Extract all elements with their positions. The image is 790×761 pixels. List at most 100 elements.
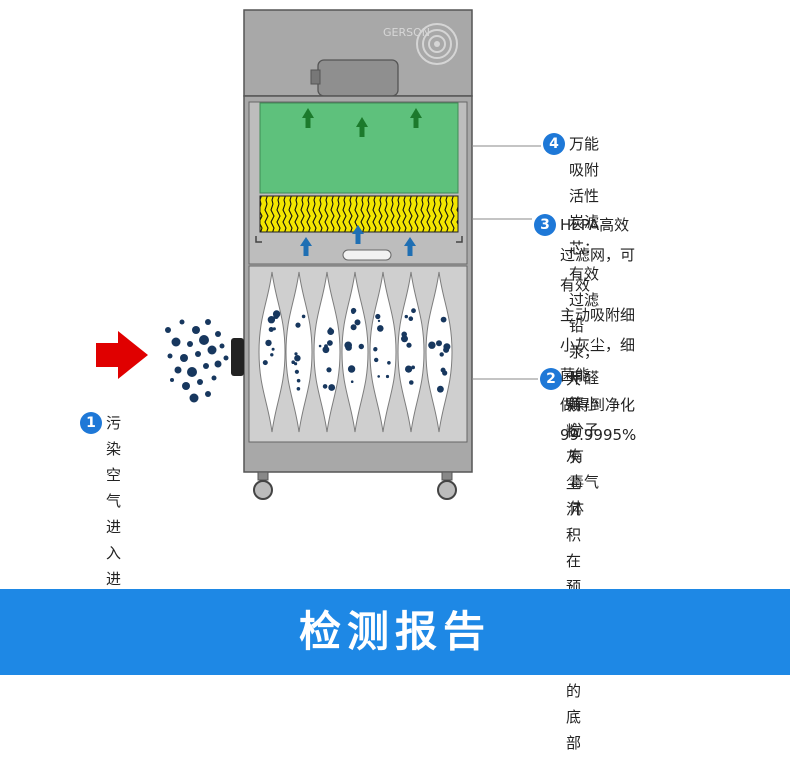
filter-bag bbox=[397, 271, 425, 433]
dust-particle bbox=[408, 316, 414, 322]
dust-particle bbox=[171, 337, 181, 347]
dust-particle bbox=[179, 319, 185, 325]
airflow-arrows-carbon bbox=[302, 108, 422, 137]
dust-particle bbox=[404, 314, 408, 319]
dust-particle bbox=[327, 328, 335, 335]
dust-particle bbox=[272, 327, 276, 331]
dust-particle bbox=[296, 378, 301, 383]
dust-particle bbox=[165, 327, 171, 333]
polluted-air-particles bbox=[165, 319, 229, 403]
dust-particle bbox=[294, 355, 301, 362]
dust-particle bbox=[203, 363, 209, 369]
air-inlet bbox=[231, 338, 244, 376]
callout-1-line-1: 污染空气进入 bbox=[106, 414, 122, 562]
dust-particle bbox=[268, 327, 274, 332]
dust-particle bbox=[197, 379, 203, 385]
callout-3-badge: 3 bbox=[534, 214, 556, 236]
dust-particle bbox=[375, 313, 381, 320]
dust-particle bbox=[439, 352, 444, 357]
dust-particle bbox=[436, 340, 442, 347]
airflow-arrows-hepa bbox=[300, 225, 416, 256]
dust-particle bbox=[406, 342, 412, 348]
dust-particle bbox=[440, 367, 446, 373]
dust-particle bbox=[428, 341, 436, 349]
dust-particle bbox=[401, 331, 408, 338]
dust-particle bbox=[187, 367, 197, 377]
dust-particle bbox=[373, 347, 378, 352]
dust-particle bbox=[347, 365, 356, 373]
dust-particle bbox=[377, 325, 384, 332]
dust-particle bbox=[301, 314, 306, 319]
brand-label: GERSON bbox=[383, 26, 430, 39]
dust-particle bbox=[189, 393, 199, 403]
dust-particle bbox=[443, 343, 451, 351]
inlet-arrow-icon bbox=[96, 331, 148, 379]
dust-particle bbox=[174, 366, 182, 374]
callout-2-badge: 2 bbox=[540, 368, 562, 390]
dust-particle bbox=[385, 374, 390, 379]
pre-filter-bags bbox=[258, 271, 453, 433]
dust-particle bbox=[324, 344, 328, 348]
dust-particle bbox=[296, 387, 301, 391]
banner-title: 检测报告 bbox=[298, 607, 491, 656]
callout-leaders bbox=[472, 145, 541, 380]
dust-particle bbox=[205, 391, 211, 397]
dust-particle bbox=[207, 345, 217, 355]
dust-particle bbox=[322, 346, 330, 354]
dust-particle bbox=[411, 365, 415, 370]
dust-particle bbox=[354, 319, 361, 326]
dust-particle bbox=[326, 367, 332, 373]
dust-particle bbox=[211, 375, 217, 381]
filter-bag bbox=[369, 271, 397, 433]
captured-particles bbox=[262, 307, 451, 393]
fan-icon bbox=[416, 23, 458, 65]
dust-particle bbox=[267, 316, 276, 324]
callout-2-line-1: 大颗粒灰尘沉积在预过滤 bbox=[566, 370, 582, 648]
dust-particle bbox=[318, 344, 322, 348]
dust-particle bbox=[270, 353, 274, 357]
callout-3-line-1: HEPA高效过滤网，可有效 bbox=[560, 216, 636, 294]
dust-particle bbox=[195, 351, 201, 357]
dust-particle bbox=[223, 355, 229, 361]
callout-4-badge: 4 bbox=[543, 133, 565, 155]
dust-particle bbox=[387, 361, 391, 365]
dust-particle bbox=[182, 382, 190, 390]
dust-particle bbox=[440, 316, 447, 323]
callout-3-line-2: 主动吸附细小灰尘，细菌能 bbox=[560, 306, 636, 384]
dust-particle bbox=[265, 339, 272, 347]
dust-particle bbox=[205, 319, 211, 325]
cabinet-handle bbox=[342, 249, 392, 261]
filter-bag bbox=[341, 271, 369, 433]
carbon-filter bbox=[259, 102, 459, 194]
dust-particle bbox=[219, 343, 225, 349]
dust-particle bbox=[215, 331, 221, 337]
air-purifier-diagram: GERSON bbox=[96, 9, 541, 500]
dust-particle bbox=[272, 310, 281, 318]
dust-particle bbox=[294, 369, 299, 374]
dust-particle bbox=[350, 380, 354, 384]
dust-particle bbox=[291, 360, 296, 365]
dust-particle bbox=[294, 352, 298, 356]
dust-particle bbox=[170, 378, 174, 382]
dust-particle bbox=[411, 308, 416, 314]
dust-particle bbox=[167, 353, 173, 359]
dust-particle bbox=[377, 319, 381, 323]
dust-particle bbox=[437, 385, 444, 393]
report-banner: 检测报告 bbox=[0, 589, 790, 675]
dust-particle bbox=[350, 324, 357, 331]
dust-particle bbox=[271, 347, 275, 351]
dust-particle bbox=[374, 357, 379, 363]
callout-4-line-1: 万能吸附活性炭滤芯：有效 bbox=[569, 135, 600, 283]
callout-1-badge: 1 bbox=[80, 412, 102, 434]
dust-particle bbox=[199, 335, 209, 345]
dust-particle bbox=[295, 322, 301, 328]
dust-particle bbox=[405, 365, 413, 373]
dust-particle bbox=[192, 326, 200, 334]
dust-particle bbox=[401, 335, 408, 343]
filter-bag bbox=[425, 271, 453, 433]
callout-4-line-3: 毒气体 bbox=[569, 473, 600, 517]
dust-particle bbox=[350, 307, 357, 314]
top-unit: GERSON bbox=[243, 9, 473, 97]
dust-particle bbox=[187, 341, 193, 347]
dust-particle bbox=[180, 354, 188, 362]
